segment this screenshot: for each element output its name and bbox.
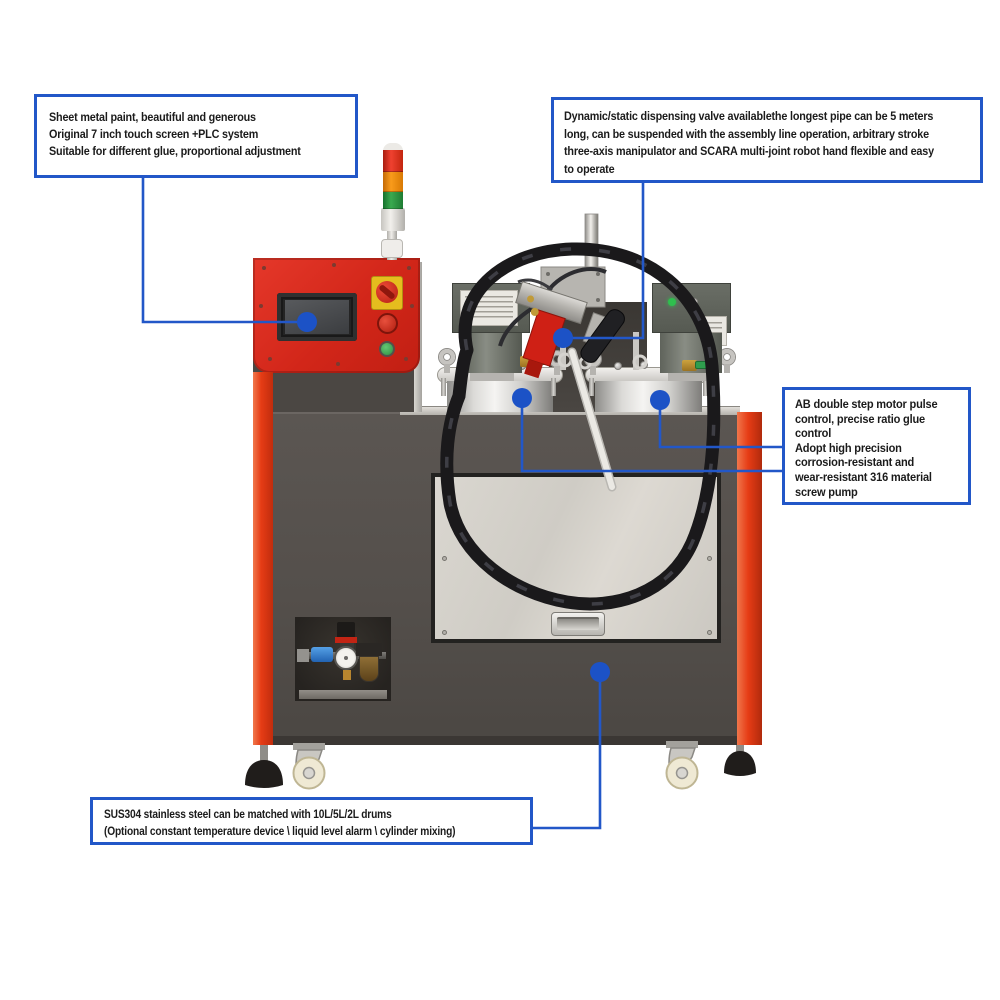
touch-screen [285, 300, 349, 334]
drawer-handle-slot [557, 617, 599, 630]
left-motor-adapter [470, 373, 514, 381]
signal-light-red [383, 150, 403, 172]
panel-screw [442, 630, 447, 635]
brass-valve [520, 356, 536, 367]
panel-screw [442, 556, 447, 561]
panel-screw [404, 357, 408, 361]
marker-dot-dispensing-valve [553, 328, 573, 348]
callout-line: AB double step motor pulse [795, 397, 938, 411]
callout-dispensing-valve: Dynamic/static dispensing valve availabl… [551, 97, 983, 183]
leveling-foot-right [724, 745, 756, 776]
callout-line: control, precise ratio glue [795, 411, 926, 426]
callout-line: three-axis manipulator and SCARA multi-j… [564, 144, 934, 158]
signal-tower-base [381, 209, 405, 231]
connector-left-tank [520, 398, 782, 473]
glue-hose [440, 242, 721, 611]
emergency-stop-button [377, 313, 398, 334]
callout-line: Suitable for different glue, proportiona… [49, 144, 301, 158]
connector-right-tank [658, 400, 782, 449]
panel-screw [262, 266, 266, 270]
panel-screw [336, 362, 340, 366]
signal-tower-mount [381, 239, 403, 258]
eye-bolt-stem [724, 364, 730, 373]
motor-indicator-led [668, 298, 676, 306]
regulator-knob [337, 622, 355, 638]
swing-bolt [441, 378, 446, 396]
callout-drums: SUS304 stainless steel can be matched wi… [90, 797, 533, 845]
eye-bolt [439, 349, 455, 365]
marker-dot-drums [590, 662, 610, 682]
panel-screw [332, 263, 336, 267]
marker-dot-right-tank [650, 390, 670, 410]
callout-line: SUS304 stainless steel can be matched wi… [104, 807, 392, 821]
panel-screw [268, 357, 272, 361]
air-quick-coupler [311, 647, 333, 662]
connector-touch-screen [141, 178, 307, 324]
right-tank [595, 381, 702, 412]
swing-bolt [703, 378, 708, 396]
panel-screw [707, 630, 712, 635]
callout-line: Sheet metal paint, beautiful and generou… [49, 110, 256, 124]
eye-bolt-stem [554, 366, 560, 375]
leveling-foot-left [245, 745, 283, 788]
panel-screw [410, 304, 414, 308]
signal-light-green [383, 192, 403, 209]
callout-line: screw pump [795, 484, 858, 499]
callout-line: wear-resistant 316 material [795, 469, 932, 484]
callout-touch-screen: Sheet metal paint, beautiful and generou… [34, 94, 358, 178]
dispensing-valve [515, 280, 588, 379]
callout-screw-pump: AB double step motor pulse control, prec… [782, 387, 971, 505]
swing-bolt [589, 378, 594, 396]
filter-bowl [359, 656, 379, 682]
panel-screw [259, 304, 263, 308]
callout-line: Original 7 inch touch screen +PLC system [49, 127, 259, 141]
callout-line: Dynamic/static dispensing valve availabl… [564, 109, 934, 123]
eye-bolt-stem [444, 364, 450, 373]
eye-bolt-stem [590, 366, 596, 375]
right-motor-adapter [668, 373, 714, 381]
start-button [379, 341, 395, 357]
marker-dot-left-tank [512, 388, 532, 408]
callout-line: control [795, 426, 832, 441]
swing-bolt [551, 378, 556, 396]
lid-clamp [614, 362, 622, 370]
filter-head [356, 643, 382, 656]
callout-line: long, can be suspended with the assembly… [564, 126, 929, 141]
caster-left [292, 743, 326, 790]
regulator-band [335, 637, 357, 643]
gauge-center [344, 656, 348, 660]
callout-line: corrosion-resistant and [795, 455, 915, 470]
filter-drain [343, 670, 351, 680]
brass-valve [682, 360, 697, 371]
pressure-gauge [334, 646, 358, 670]
air-fitting [297, 649, 309, 662]
cabinet-bottom-edge [253, 736, 762, 745]
gun-grip [580, 309, 625, 363]
connector-drums [533, 672, 602, 830]
callout-line: (Optional constant temperature device \ … [104, 824, 456, 838]
mixing-tube [569, 349, 615, 490]
callout-line: to operate [564, 161, 615, 176]
caster-right [665, 741, 699, 790]
marker-dot-touch-screen [297, 312, 317, 332]
air-regulator-sill [299, 690, 387, 699]
panel-screw [407, 266, 411, 270]
callout-line: Adopt high precision [795, 440, 902, 455]
connector-dispensing-valve [563, 183, 645, 340]
panel-screw [707, 556, 712, 561]
right-edge-trim [737, 412, 762, 745]
signal-light-orange [383, 172, 403, 192]
left-edge-trim [253, 372, 273, 745]
